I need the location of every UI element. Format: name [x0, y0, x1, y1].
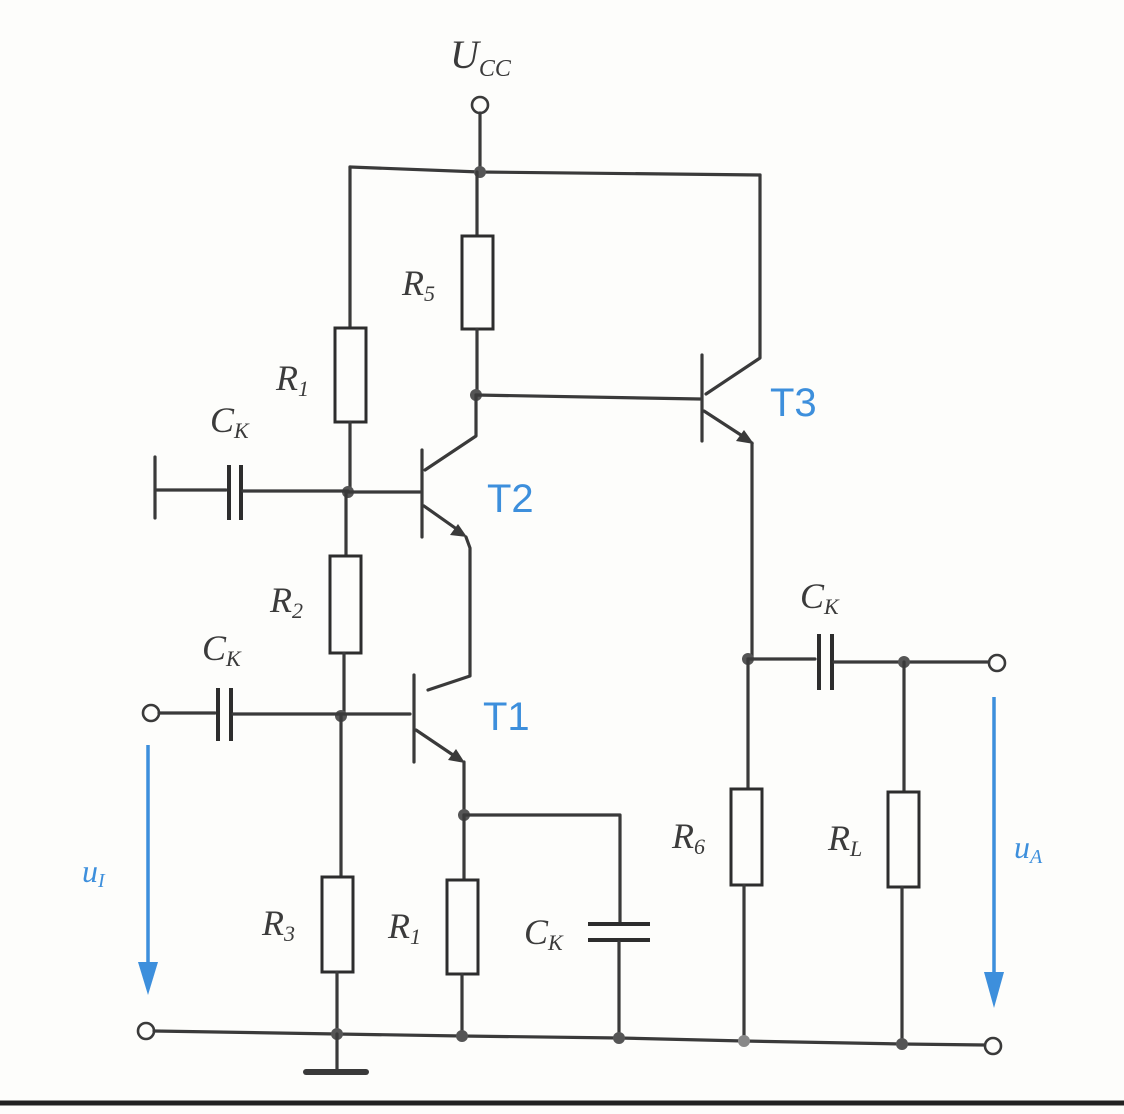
resistor-rl [886, 790, 921, 889]
input-terminal [141, 703, 161, 723]
label-ck-output: CK [800, 576, 840, 619]
resistor-r5 [460, 234, 495, 331]
resistor-r3 [320, 875, 355, 974]
t3-base-wire [474, 393, 702, 401]
capacitor-ck-input [216, 688, 233, 741]
label-input-voltage: uI [82, 853, 106, 892]
label-r6: R6 [671, 816, 705, 859]
label-rl: RL [827, 818, 862, 861]
label-ck-bypass: CK [524, 912, 564, 955]
capacitor-ck-output [817, 634, 834, 690]
resistor-r6 [729, 787, 764, 887]
label-output-voltage: uA [1014, 829, 1043, 868]
capacitor-ck-bypass [588, 922, 650, 942]
label-t1: T1 [483, 695, 530, 739]
supply-rail [348, 165, 762, 177]
ground-node-ck [613, 1032, 625, 1044]
label-t2: T2 [487, 477, 534, 521]
label-r1-top: R1 [275, 358, 309, 401]
capacitor-ck-top [227, 465, 243, 520]
label-t3: T3 [770, 381, 817, 425]
label-supply: UCC [450, 32, 512, 82]
ground-rail [152, 1029, 987, 1047]
resistor-r2 [328, 554, 363, 655]
t2-emitter [422, 504, 460, 532]
input-voltage-arrowhead [138, 962, 158, 995]
t2-emitter-arrow [450, 524, 467, 537]
label-r5: R5 [401, 263, 435, 306]
output-voltage-arrowhead [984, 972, 1004, 1008]
t3-emitter [702, 409, 746, 439]
bypass-top-wire [462, 813, 622, 924]
t3-emitter-arrow [736, 430, 754, 444]
ground-node-r1 [456, 1030, 468, 1042]
output-terminal [987, 653, 1007, 673]
label-r2: R2 [269, 580, 303, 623]
t1-emitter-arrow [448, 749, 465, 763]
input-ground-terminal [136, 1021, 156, 1041]
label-r3: R3 [261, 903, 295, 946]
label-ck-top: CK [210, 400, 250, 443]
output-ground-terminal [983, 1036, 1003, 1056]
label-r1-bottom: R1 [387, 906, 421, 949]
t3-collector [704, 173, 762, 396]
t1-emitter [414, 728, 458, 759]
supply-terminal [470, 95, 490, 115]
resistor-r1-bottom [445, 878, 480, 976]
t2-collector [423, 393, 478, 472]
label-ck-input: CK [202, 628, 242, 671]
ground-node-r6 [738, 1035, 750, 1047]
resistor-r1-top [333, 326, 368, 424]
t2-emitter-to-t1-collector [426, 535, 472, 692]
ground-node-rl [896, 1038, 908, 1050]
